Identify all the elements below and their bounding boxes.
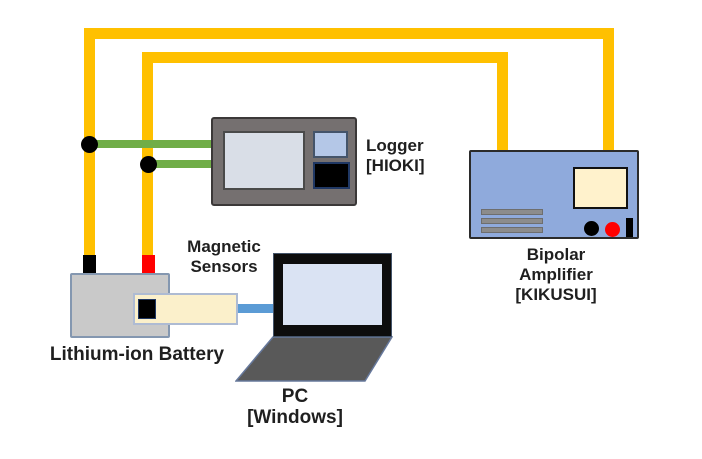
logger-display-button — [313, 131, 348, 158]
battery-negative-terminal — [83, 255, 96, 275]
pc-display — [273, 253, 392, 337]
amplifier-vent-1 — [481, 209, 543, 215]
amplifier-label-line1: Bipolar — [526, 245, 586, 264]
amplifier-vent-2 — [481, 218, 543, 224]
battery-label: Lithium-ion Battery — [49, 344, 225, 365]
logger-label-line2: [HIOKI] — [366, 156, 425, 175]
logger-label-line1: Logger — [366, 136, 424, 155]
sensors-label-line2: Sensors — [190, 257, 258, 276]
amplifier-vent-3 — [481, 227, 543, 233]
logger-screen — [223, 131, 305, 190]
amplifier-label-line3: [KIKUSUI] — [515, 285, 597, 304]
amplifier-label: Bipolar Amplifier [KIKUSUI] — [486, 245, 626, 305]
pc-base — [235, 336, 393, 382]
amplifier-label-line2: Amplifier — [519, 265, 593, 284]
power-wire-inner-right — [497, 52, 508, 152]
pc-screen — [283, 264, 382, 325]
battery-positive-terminal — [142, 255, 155, 275]
logger-black-panel — [313, 162, 350, 189]
data-cable — [234, 304, 278, 313]
amplifier-display — [573, 167, 628, 209]
amplifier-knob-black — [584, 221, 599, 236]
sense-wire-lower — [146, 160, 212, 168]
pc-label: PC [Windows] — [235, 386, 355, 428]
sensors-label: Magnetic Sensors — [164, 237, 284, 277]
power-wire-inner-top — [142, 52, 508, 63]
amplifier-knob-red — [605, 222, 620, 237]
logger-device — [211, 117, 357, 206]
pc-label-line1: PC — [281, 386, 309, 407]
power-wire-outer-top — [84, 28, 614, 39]
pc-label-line2: [Windows] — [247, 407, 343, 428]
wire-junction-dot-1 — [81, 136, 98, 153]
logger-label: Logger [HIOKI] — [366, 136, 425, 176]
power-wire-outer-right — [603, 28, 614, 152]
amplifier-power-switch — [626, 218, 633, 237]
sensors-label-line1: Magnetic — [187, 237, 261, 256]
bipolar-amplifier-device — [469, 150, 639, 239]
magnetic-sensors — [133, 293, 238, 325]
sense-wire-upper — [86, 140, 212, 148]
wire-junction-dot-2 — [140, 156, 157, 173]
sensor-chip — [138, 299, 156, 319]
power-wire-inner-left — [142, 52, 153, 259]
